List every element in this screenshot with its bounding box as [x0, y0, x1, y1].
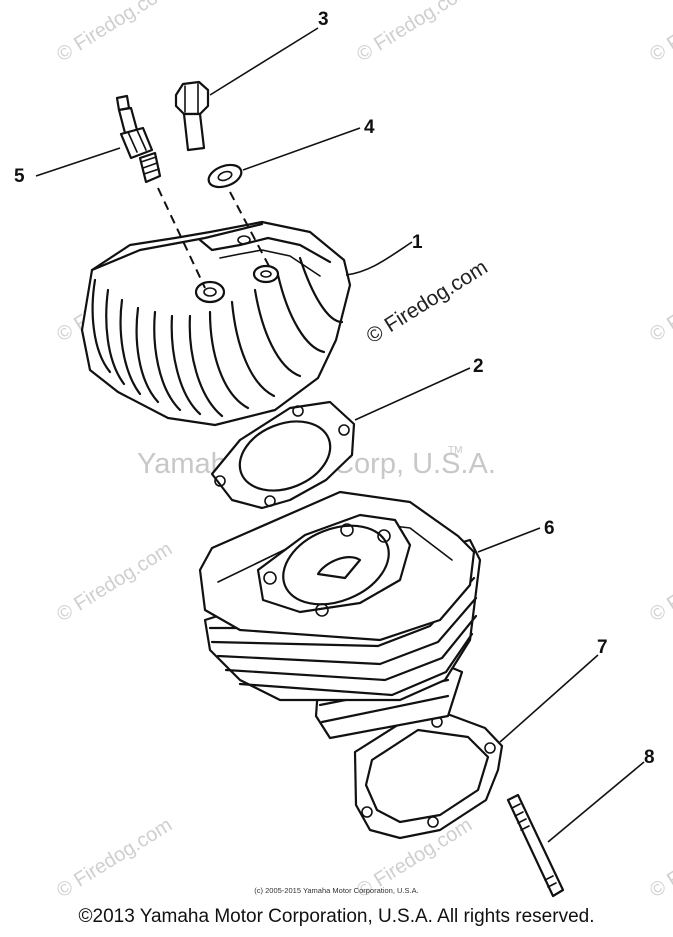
part-7-base-gasket [353, 710, 504, 840]
part-3-bolt [174, 80, 210, 152]
part-4-washer [207, 163, 243, 189]
part-8-stud-bolt [506, 793, 565, 898]
callout-8: 8 [644, 747, 655, 768]
part-2-head-gasket [210, 400, 356, 510]
callout-5: 5 [14, 166, 25, 187]
watermark-site: © Firedog.com [646, 538, 673, 626]
watermark-site: © Firedog.com [353, 0, 476, 66]
callout-6: 6 [544, 518, 555, 539]
callout-7: 7 [597, 637, 608, 658]
callout-4: 4 [364, 117, 375, 138]
callout-1: 1 [412, 232, 423, 253]
watermark-site: © Firedog.com [53, 538, 176, 626]
callouts: 1 2 3 4 5 6 7 8 [14, 9, 655, 768]
callout-2: 2 [473, 356, 484, 377]
watermark-site-inline: © Firedog.com [362, 256, 491, 349]
leader-lines [35, 27, 645, 843]
watermark-site: © Firedog.com [646, 258, 673, 346]
watermark-site: © Firedog.com [646, 0, 673, 66]
part-5-spark-plug [115, 94, 162, 184]
part-6-cylinder [198, 490, 482, 740]
watermark-tm: TM [448, 445, 462, 456]
watermark-site: © Firedog.com [53, 0, 176, 66]
footer-copyright: ©2013 Yamaha Motor Corporation, U.S.A. A… [78, 906, 595, 927]
alignment-line-plug [157, 187, 206, 289]
part-1-cylinder-head [80, 220, 352, 427]
callout-3: 3 [318, 9, 329, 30]
copyright-small: (c) 2005-2015 Yamaha Motor Corporation, … [254, 886, 419, 895]
